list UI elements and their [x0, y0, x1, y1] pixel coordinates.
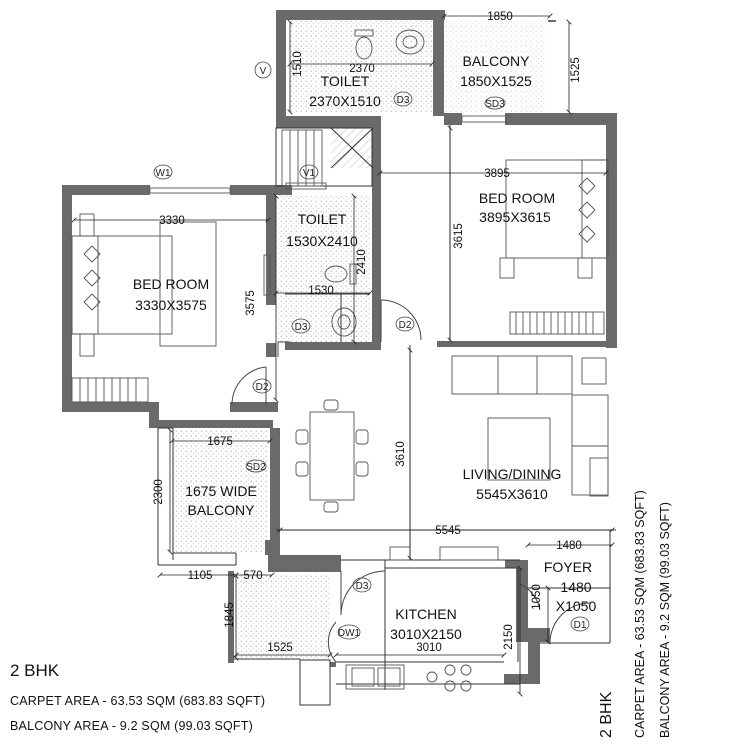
bedroom-right-size: 3895X3615 [479, 209, 551, 225]
toilet-top-name: TOILET [321, 73, 370, 89]
foyer-size-1: 1480 [560, 579, 591, 595]
kitchen-balcony-floor [234, 575, 330, 659]
dim-2370: 2370 [349, 63, 375, 75]
toilet-mid-name: TOILET [298, 211, 347, 227]
dim-3330: 3330 [159, 215, 185, 227]
dim-1525-bottom: 1525 [267, 642, 293, 654]
legend-right-carpet: CARPET AREA - 63.53 SQM (683.83 SQFT) [633, 490, 647, 738]
dining-table [295, 399, 369, 513]
legend-carpet-area: CARPET AREA - 63.53 SQM (683.83 SQFT) [10, 694, 266, 708]
dim-570: 570 [243, 570, 262, 582]
floor-fills [173, 21, 546, 659]
balcony-left-line1: 1675 WIDE [185, 483, 257, 499]
dim-3610: 3610 [395, 441, 407, 467]
bedroom-left-name: BED ROOM [133, 276, 209, 292]
dim-1525-top: 1525 [570, 57, 582, 83]
dim-2150: 2150 [503, 624, 515, 650]
windows [149, 115, 507, 296]
dim-1850: 1850 [487, 11, 513, 23]
foyer-name: FOYER [544, 559, 592, 575]
living-size: 5545X3610 [476, 486, 548, 502]
legend-right-balcony: BALCONY AREA - 9.2 SQM (99.03 SQFT) [658, 502, 672, 738]
sofa [451, 355, 609, 497]
balcony-top-name: BALCONY [463, 53, 531, 69]
dim-1050: 1050 [531, 584, 543, 610]
bedroom-right-name: BED ROOM [479, 190, 555, 206]
bedroom-left-size: 3330X3575 [135, 297, 207, 313]
toilet-top-size: 2370X1510 [309, 93, 381, 109]
furniture [71, 29, 609, 692]
balcony-left-floor [173, 430, 268, 553]
dim-1480: 1480 [556, 540, 582, 552]
dim-3895: 3895 [484, 168, 510, 180]
opening-tag-text: V D3 SD3 W1 V1 D3 D2 D2 SD2 D3 DW1 D1 [156, 66, 587, 639]
bed-right [499, 159, 609, 335]
dim-2410: 2410 [356, 249, 368, 275]
balcony-top-floor [444, 21, 546, 115]
dim-3615: 3615 [453, 223, 465, 249]
room-labels: TOILET 2370X1510 BALCONY 1850X1525 BED R… [133, 53, 597, 642]
legend-right-title: 2 BHK [598, 691, 615, 738]
toilet-mid-size: 1530X2410 [286, 233, 358, 249]
balcony-top-size: 1850X1525 [460, 73, 532, 89]
tag-v: V [260, 66, 267, 77]
tag-dw1: DW1 [338, 628, 361, 639]
dim-1845: 1845 [224, 602, 236, 628]
tag-sd3: SD3 [485, 99, 505, 110]
foyer-size-2: X1050 [556, 598, 597, 614]
tag-v1: V1 [303, 168, 316, 179]
tag-sd2: SD2 [246, 462, 266, 473]
dim-1675: 1675 [207, 436, 233, 448]
tag-d3-kitchen: D3 [356, 581, 369, 592]
tag-d2-left: D2 [256, 382, 269, 393]
legend-balcony-area: BALCONY AREA - 9.2 SQM (99.03 SQFT) [10, 719, 253, 733]
kitchen-size: 3010X2150 [390, 626, 462, 642]
opening-tags [153, 61, 590, 640]
dim-1530: 1530 [308, 285, 334, 297]
tag-d3-toilet-top: D3 [397, 95, 410, 106]
dimension-lines [74, 16, 612, 694]
dim-2300: 2300 [153, 479, 165, 505]
dimension-labels: 1850 1525 2370 1510 3895 3615 3330 3575 … [153, 11, 582, 654]
kitchen-name: KITCHEN [395, 606, 456, 622]
living-name: LIVING/DINING [463, 466, 562, 482]
dim-1510: 1510 [292, 51, 304, 77]
tag-d1: D1 [574, 620, 587, 631]
tag-d2-right: D2 [399, 320, 412, 331]
dim-3575: 3575 [245, 290, 257, 316]
dim-5545: 5545 [435, 525, 461, 537]
dim-3010: 3010 [416, 642, 442, 654]
balcony-left-line2: BALCONY [188, 502, 256, 518]
tag-w1: W1 [156, 168, 171, 179]
kitchen-counter [345, 546, 499, 692]
dim-1105: 1105 [188, 570, 213, 582]
tag-d3-toilet-mid: D3 [295, 322, 308, 333]
legend-title: 2 BHK [10, 661, 60, 680]
